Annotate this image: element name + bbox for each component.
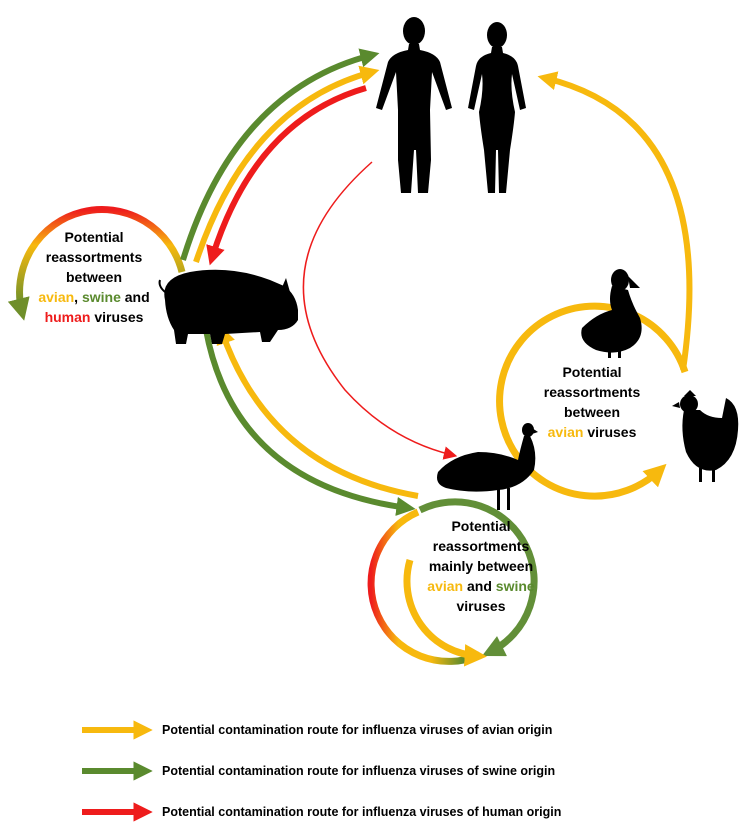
pig-cycle-line-2: reassortments <box>45 249 143 265</box>
legend-human: Potential contamination route for influe… <box>162 801 561 823</box>
transmission-arrows <box>180 48 693 516</box>
swine-route-pig-to-humans <box>180 48 380 261</box>
turkey-cycle-label: Potential reassortments mainly between a… <box>405 516 557 616</box>
pig-cycle-line-3: between <box>65 269 122 285</box>
man-silhouette-icon <box>376 17 452 193</box>
poultry-cycle-line-2: reassortments <box>543 384 641 400</box>
human-term: human <box>44 309 91 325</box>
turkey-cycle-line-4: avian and swine <box>405 576 557 596</box>
pig-reassortment-cycle <box>7 206 186 321</box>
turkey-silhouette-icon <box>437 423 538 510</box>
turkey-cycle-line-2: reassortments <box>432 538 530 554</box>
woman-silhouette-icon <box>468 22 526 193</box>
turkey-cycle-line-5: viruses <box>456 598 506 614</box>
avian-route-turkey-to-pig <box>216 324 419 499</box>
swine-route-pig-to-turkey <box>203 329 416 516</box>
avian-route-pig-to-humans <box>193 65 380 263</box>
legend-swine: Potential contamination route for influe… <box>162 760 555 782</box>
pig-silhouette-icon <box>158 269 298 344</box>
pig-cycle-label: Potential reassortments between avian, s… <box>10 227 178 327</box>
human-route-humans-to-pig <box>206 85 367 266</box>
viruses-text: viruses <box>90 309 144 325</box>
human-route-humans-to-turkey <box>302 161 458 460</box>
chicken-silhouette-icon <box>672 390 739 482</box>
turkey-cycle-line-3: mainly between <box>428 558 534 574</box>
poultry-cycle-line-4: avian viruses <box>510 422 674 442</box>
duck-silhouette-icon <box>581 269 642 358</box>
swine-term: swine <box>495 578 535 594</box>
poultry-cycle-line-3: between <box>563 404 620 420</box>
and-text: and <box>120 289 150 305</box>
separator: , <box>74 289 82 305</box>
poultry-cycle-label: Potential reassortments between avian vi… <box>510 362 674 442</box>
and-text: and <box>463 578 496 594</box>
turkey-reassortment-cycle <box>367 498 538 667</box>
avian-term: avian <box>547 424 584 440</box>
poultry-cycle-line-1: Potential <box>562 364 622 380</box>
legend-human-label: Potential contamination route for influe… <box>162 805 562 819</box>
avian-route-poultry-to-humans <box>537 71 693 371</box>
pig-cycle-line-4: avian, swine and <box>10 287 178 307</box>
legend-avian-label: Potential contamination route for influe… <box>162 723 553 737</box>
pig-cycle-line-1: Potential <box>64 229 124 245</box>
viruses-text: viruses <box>583 424 637 440</box>
turkey-cycle-line-1: Potential <box>451 518 511 534</box>
legend-arrows <box>82 720 153 822</box>
pig-cycle-line-5: human viruses <box>10 307 178 327</box>
legend-avian: Potential contamination route for influe… <box>162 719 552 741</box>
swine-term: swine <box>81 289 121 305</box>
avian-term: avian <box>38 289 75 305</box>
legend-swine-label: Potential contamination route for influe… <box>162 764 556 778</box>
avian-term: avian <box>427 578 464 594</box>
